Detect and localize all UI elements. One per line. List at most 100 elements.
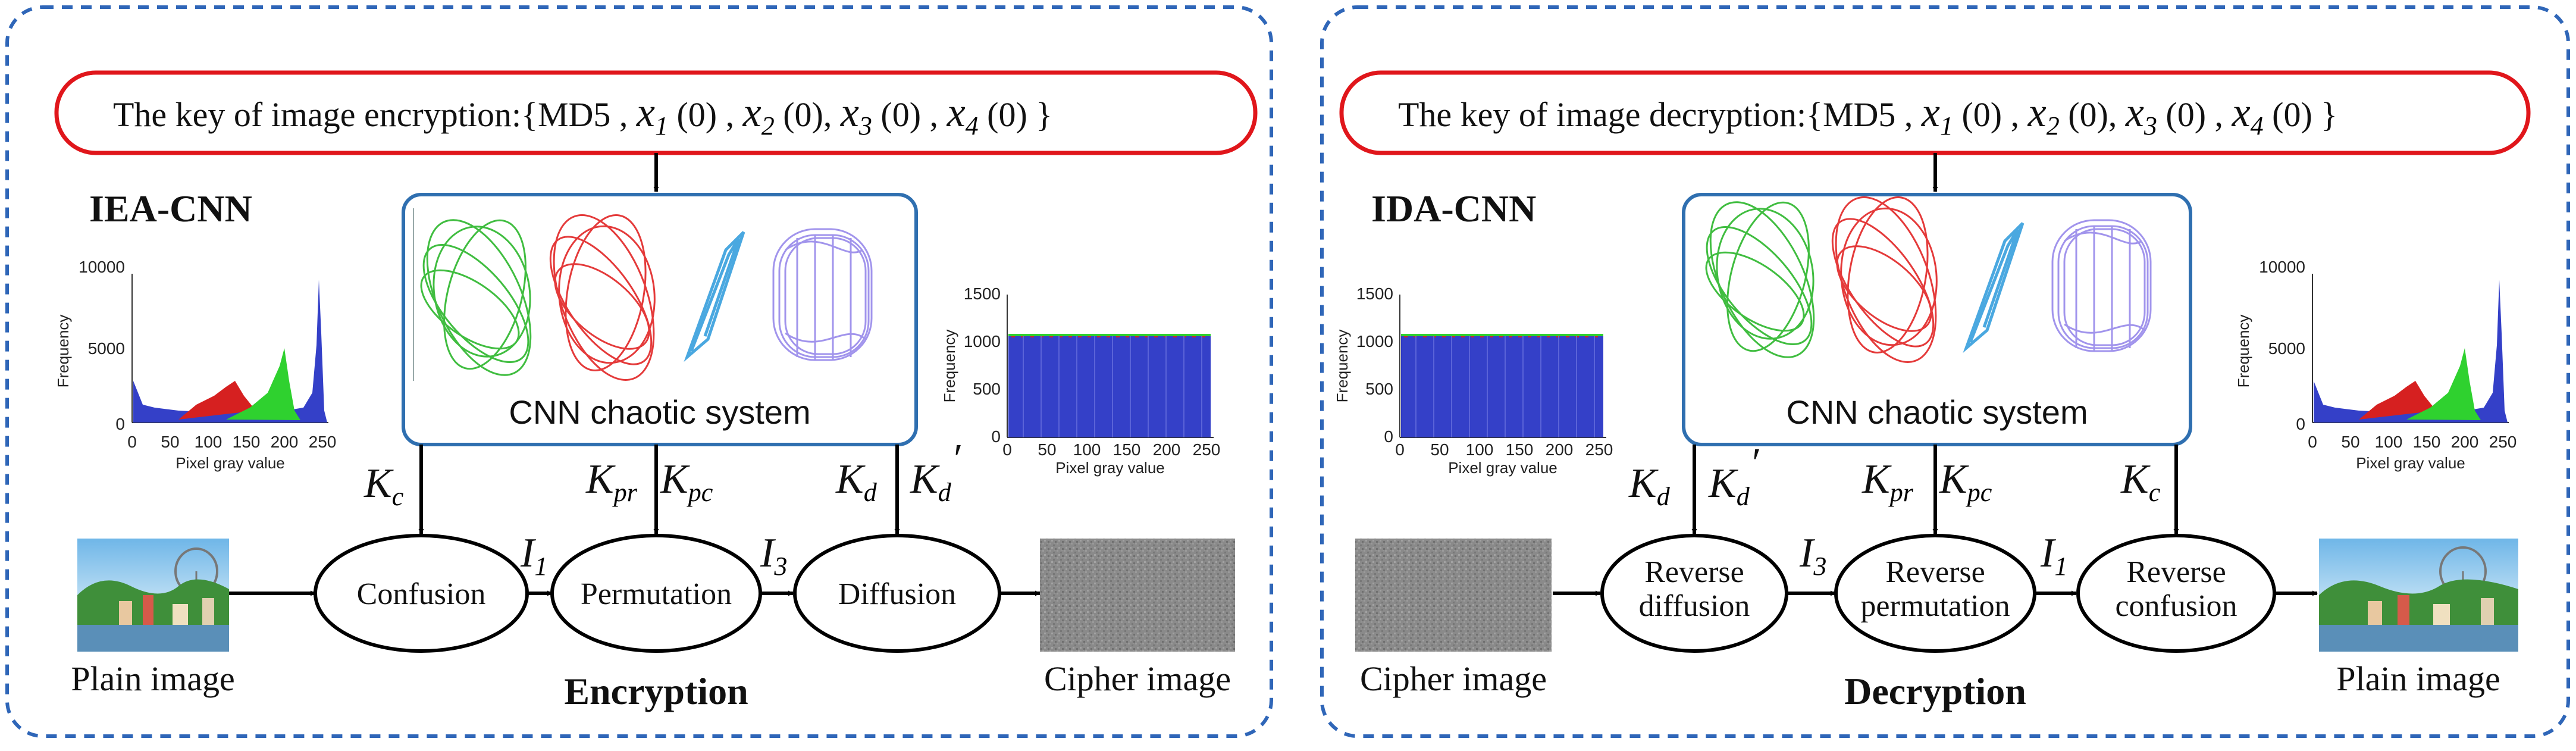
cipher-hist-xtick-0: 0 bbox=[1002, 440, 1012, 459]
dec-plain-hist-xtick-0: 0 bbox=[2308, 433, 2317, 451]
dec-plain-hist-xtick-100: 100 bbox=[2375, 433, 2403, 451]
svg-text:The key of image decryption:{M: The key of image decryption:{MD5 , x1 (0… bbox=[1398, 90, 2337, 140]
dec-key-kpr: Kpr bbox=[1862, 456, 1914, 507]
dec-cnn-chaotic-system-label: CNN chaotic system bbox=[1786, 393, 2088, 431]
chaos-attractor-purple bbox=[772, 228, 873, 361]
dec-cipher-image-histogram: 1500 1000 500 0 Frequency 0 50 100 150 2… bbox=[1333, 284, 1613, 477]
dec-key-kpc: Kpc bbox=[1939, 456, 1992, 507]
encryption-key-md5: MD5 bbox=[538, 95, 610, 134]
reverse-confusion-label-2: confusion bbox=[2115, 589, 2237, 623]
encryption-panel-border bbox=[5, 5, 1273, 738]
cipher-hist-xtick-100: 100 bbox=[1073, 440, 1101, 459]
plain-hist-xlabel: Pixel gray value bbox=[176, 454, 285, 472]
intermediate-i1: I1 bbox=[520, 530, 547, 581]
chaos-attractor-cyan bbox=[684, 231, 745, 362]
dec-plain-image-histogram: 10000 5000 0 Frequency 0 50 100 150 200 … bbox=[2235, 258, 2517, 472]
dec-cipher-hist-ytick-1000: 1000 bbox=[1356, 332, 1393, 351]
svg-text:The key of image encryption:{M: The key of image encryption:{MD5 , x1 (0… bbox=[113, 90, 1052, 140]
decryption-cipher-image bbox=[1355, 539, 1552, 652]
dec-cipher-hist-xtick-50: 50 bbox=[1430, 440, 1449, 459]
dec-key-kd: Kd bbox=[1628, 461, 1671, 511]
cipher-hist-ytick-500: 500 bbox=[973, 380, 1001, 398]
reverse-diffusion-label-2: diffusion bbox=[1639, 589, 1750, 623]
encryption-input-label: Plain image bbox=[71, 659, 234, 698]
reverse-diffusion-label-1: Reverse bbox=[1644, 555, 1744, 589]
dec-intermediate-i3: I3 bbox=[1799, 530, 1826, 581]
decryption-key-box: The key of image decryption:{MD5 , x1 (0… bbox=[1339, 70, 2531, 155]
dec-cipher-hist-ytick-500: 500 bbox=[1365, 380, 1393, 398]
plain-hist-xtick-150: 150 bbox=[233, 433, 261, 451]
dec-plain-hist-xtick-200: 200 bbox=[2451, 433, 2479, 451]
encryption-panel: The key of image encryption:{MD5 , x1 (0… bbox=[5, 5, 1273, 738]
dec-plain-hist-xtick-50: 50 bbox=[2341, 433, 2359, 451]
dec-cipher-hist-xtick-0: 0 bbox=[1395, 440, 1405, 459]
encryption-title: Encryption bbox=[564, 670, 748, 712]
dec-intermediate-i1: I1 bbox=[2040, 530, 2067, 581]
key-kpr: Kpr bbox=[585, 456, 638, 507]
cipher-hist-xlabel: Pixel gray value bbox=[1055, 459, 1165, 477]
plain-hist-xtick-0: 0 bbox=[127, 433, 137, 451]
encryption-model-name: IEA-CNN bbox=[89, 187, 252, 230]
key-kpc: Kpc bbox=[660, 456, 713, 507]
plain-hist-ytick-10000: 10000 bbox=[79, 258, 125, 276]
decryption-title: Decryption bbox=[1844, 670, 2026, 712]
dec-cipher-hist-ytick-1500: 1500 bbox=[1356, 284, 1393, 303]
key-kc: Kc bbox=[363, 461, 404, 511]
decryption-key-prefix: The key of image decryption: bbox=[1398, 95, 1806, 134]
decryption-output-label: Plain image bbox=[2336, 659, 2500, 698]
plain-hist-ytick-5000: 5000 bbox=[88, 339, 125, 358]
dec-key-kd-prime: Kd′ bbox=[1708, 440, 1760, 511]
cipher-hist-ytick-1500: 1500 bbox=[964, 284, 1001, 303]
decryption-panel-border bbox=[1320, 5, 2570, 738]
cipher-hist-ylabel: Frequency bbox=[941, 330, 958, 403]
dec-chaos-attractor-purple bbox=[2051, 219, 2152, 352]
decryption-panel: The key of image decryption:{MD5 , x1 (0… bbox=[1320, 5, 2570, 738]
dec-cipher-hist-xtick-250: 250 bbox=[1585, 440, 1613, 459]
encryption-cnn-box: CNN chaotic system bbox=[402, 193, 918, 446]
dec-key-kc: Kc bbox=[2120, 456, 2161, 507]
dec-cipher-hist-xtick-150: 150 bbox=[1506, 440, 1534, 459]
reverse-permutation-label-1: Reverse bbox=[1885, 555, 1985, 589]
plain-hist-xtick-250: 250 bbox=[309, 433, 337, 451]
confusion-label: Confusion bbox=[357, 577, 486, 611]
dec-plain-hist-ytick-10000: 10000 bbox=[2259, 258, 2305, 276]
diffusion-label: Diffusion bbox=[838, 577, 956, 611]
plain-image-histogram: 10000 5000 0 Frequency 0 50 100 150 200 … bbox=[54, 258, 336, 472]
plain-hist-ytick-0: 0 bbox=[115, 415, 125, 433]
dec-cipher-hist-ytick-0: 0 bbox=[1384, 427, 1393, 446]
dec-cipher-hist-ylabel: Frequency bbox=[1333, 330, 1351, 403]
chaos-attractor-green bbox=[420, 219, 532, 376]
plain-hist-ylabel: Frequency bbox=[54, 315, 72, 388]
encryption-plain-image bbox=[77, 539, 229, 652]
dec-chaos-attractor-cyan bbox=[1963, 222, 2025, 353]
cipher-hist-ytick-0: 0 bbox=[991, 427, 1001, 446]
dec-plain-hist-ytick-0: 0 bbox=[2296, 415, 2305, 433]
dec-chaos-attractor-red bbox=[1831, 196, 1938, 363]
plain-hist-xtick-200: 200 bbox=[271, 433, 299, 451]
dec-plain-hist-ylabel: Frequency bbox=[2235, 315, 2252, 388]
permutation-label: Permutation bbox=[581, 577, 732, 611]
encryption-output-label: Cipher image bbox=[1044, 659, 1231, 698]
key-kd-prime: Kd′ bbox=[910, 436, 961, 507]
decryption-input-label: Cipher image bbox=[1360, 659, 1547, 698]
cipher-hist-ytick-1000: 1000 bbox=[964, 332, 1001, 351]
decryption-cnn-box: CNN chaotic system bbox=[1682, 193, 2192, 446]
dec-plain-hist-xtick-250: 250 bbox=[2489, 433, 2517, 451]
dec-plain-hist-xlabel: Pixel gray value bbox=[2356, 454, 2465, 472]
cipher-hist-xtick-250: 250 bbox=[1193, 440, 1221, 459]
reverse-permutation-label-2: permutation bbox=[1860, 589, 2010, 623]
dec-chaos-attractor-green bbox=[1705, 201, 1815, 358]
chaos-attractor-red bbox=[549, 214, 656, 381]
plain-hist-xtick-50: 50 bbox=[161, 433, 179, 451]
dec-plain-hist-ytick-5000: 5000 bbox=[2268, 339, 2305, 358]
decryption-plain-image bbox=[2319, 539, 2518, 652]
cnn-chaotic-system-label: CNN chaotic system bbox=[509, 393, 810, 431]
reverse-confusion-label-1: Reverse bbox=[2126, 555, 2226, 589]
encryption-key-box: The key of image encryption:{MD5 , x1 (0… bbox=[54, 70, 1258, 155]
key-kd: Kd bbox=[835, 456, 878, 507]
decryption-model-name: IDA-CNN bbox=[1371, 187, 1536, 230]
plain-hist-xtick-100: 100 bbox=[195, 433, 222, 451]
cipher-image-histogram: 1500 1000 500 0 Frequency 0 50 100 150 2… bbox=[941, 284, 1220, 477]
dec-cipher-hist-xtick-200: 200 bbox=[1546, 440, 1574, 459]
